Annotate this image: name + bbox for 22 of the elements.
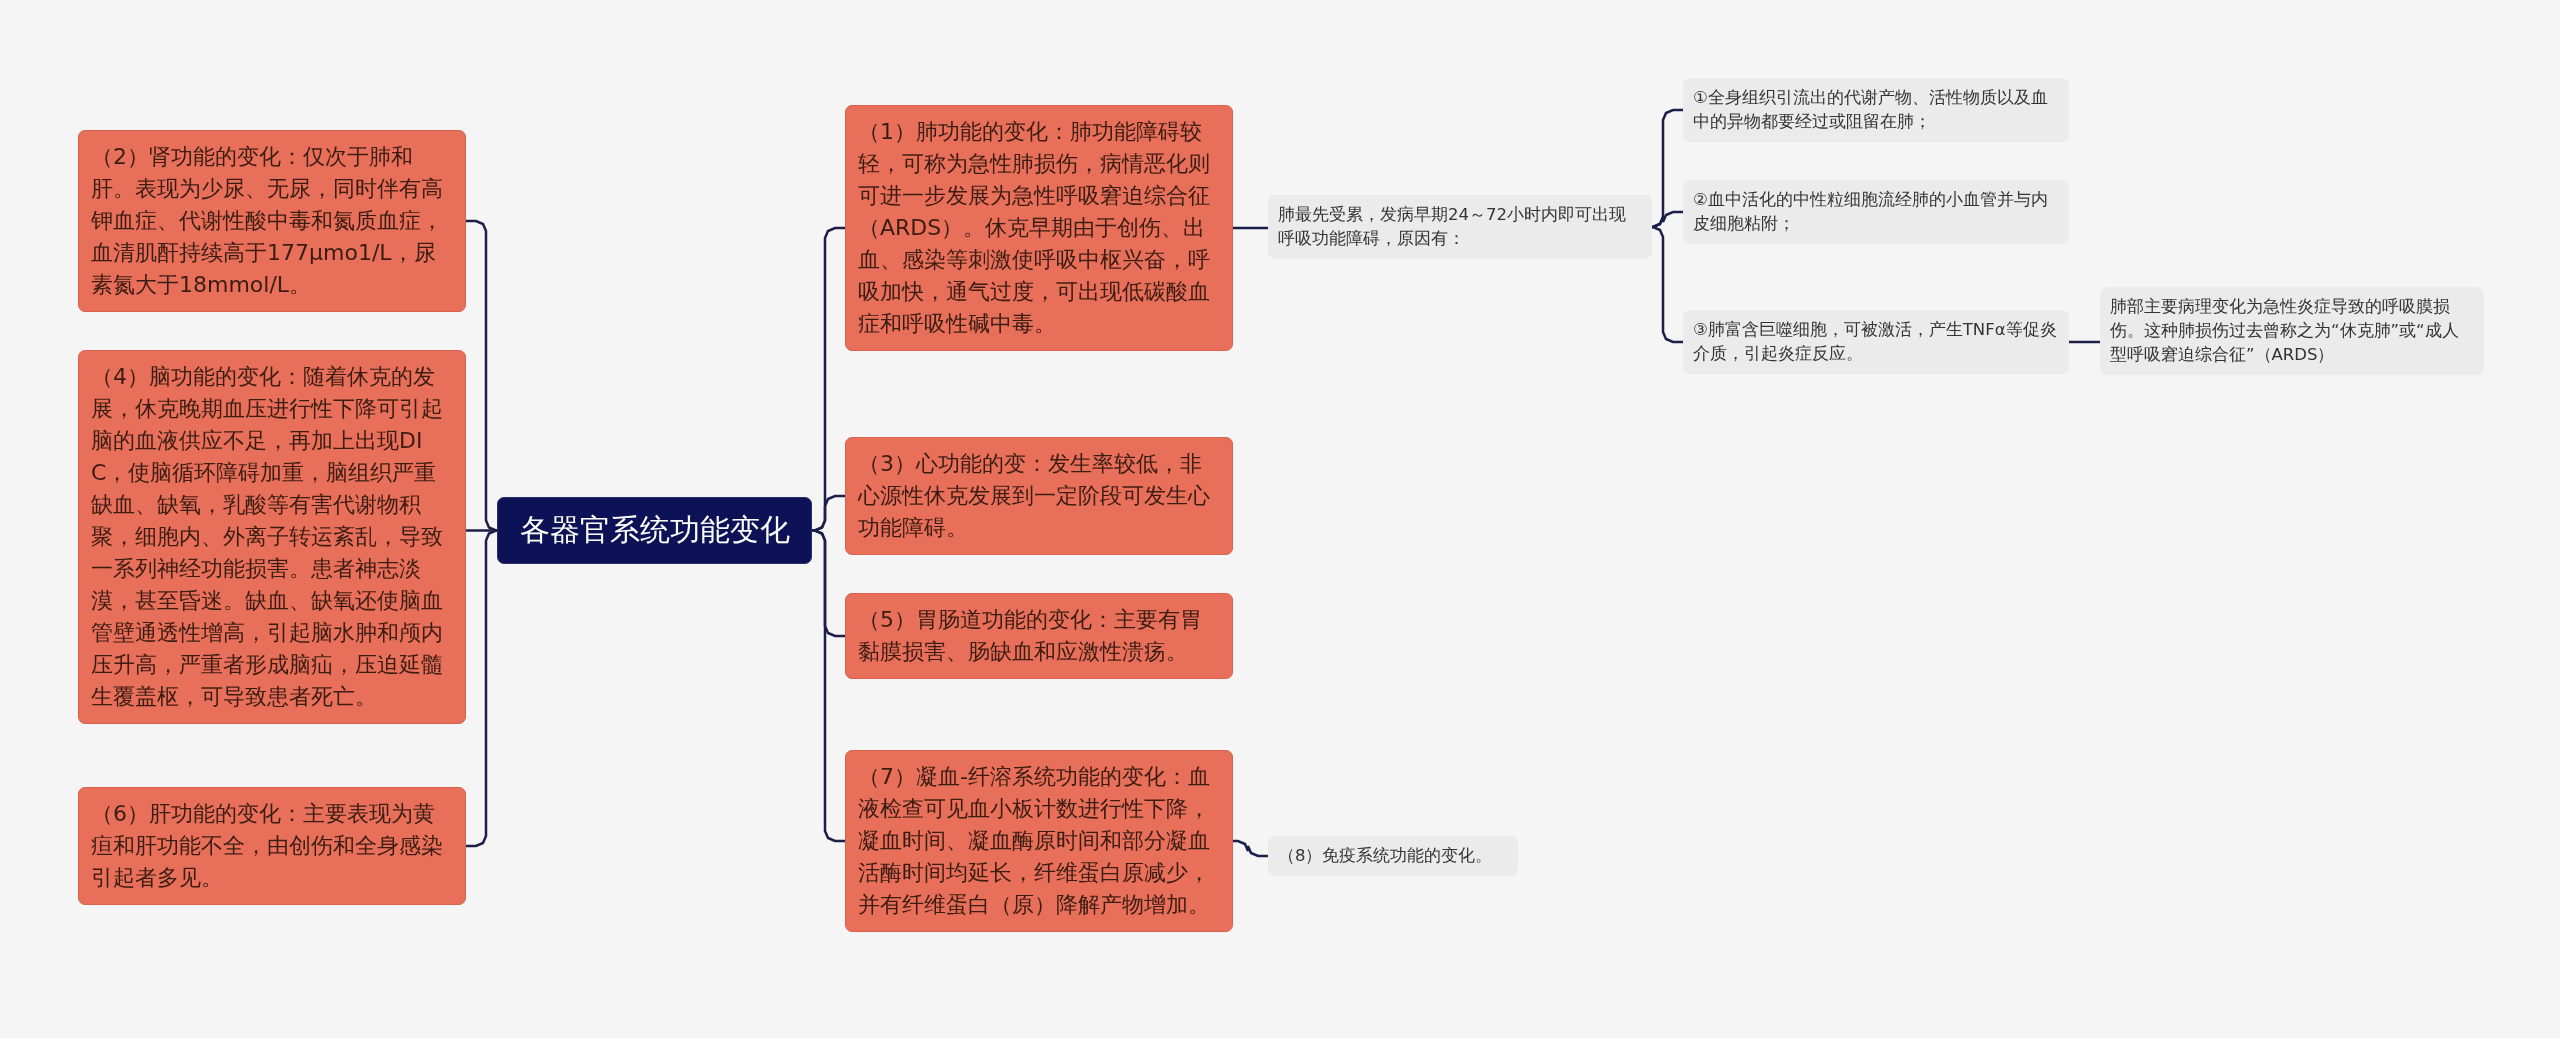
connector-line (1651, 225, 1683, 344)
connector-line (2069, 340, 2100, 344)
topic-card: （6）肝功能的变化：主要表现为黄疸和肝功能不全，由创伤和全身感染引起者多见。 (78, 787, 466, 905)
note-card: ②血中活化的中性粒细胞流经肺的小血管并与内皮细胞粘附； (1683, 180, 2069, 244)
connector-line (466, 529, 497, 532)
connector-line (466, 219, 498, 532)
central-topic: 各器官系统功能变化 (497, 497, 812, 564)
topic-card: （3）心功能的变：发生率较低，非心源性休克发展到一定阶段可发生心功能障碍。 (845, 437, 1233, 555)
topic-card: （5）胃肠道功能的变化：主要有胃黏膜损害、肠缺血和应激性溃疡。 (845, 593, 1233, 679)
topic-card: （2）肾功能的变化：仅次于肺和肝。表现为少尿、无尿，同时伴有高钾血症、代谢性酸中毒和氮质血症，血清肌酐持续高于177μmo1/L，尿素氮大于18mmol/L。 (78, 130, 466, 312)
connector-line (1233, 226, 1268, 230)
note-card: 肺最先受累，发病早期24～72小时内即可出现呼吸功能障碍，原因有： (1268, 195, 1652, 259)
note-card: ③肺富含巨噬细胞，可被激活，产生TNFα等促炎介质，引起炎症反应。 (1683, 310, 2069, 374)
connector-line (1651, 210, 1683, 229)
connector-line (1233, 839, 1268, 858)
topic-card: （7）凝血-纤溶系统功能的变化：血液检查可见血小板计数进行性下降，凝血时间、凝血酶原时间和部分凝血活酶时间均延长，纤维蛋白原减少，并有纤维蛋白（原）降解产物增加。 (845, 750, 1233, 932)
topic-card: （4）脑功能的变化：随着休克的发展，休克晚期血压进行性下降可引起脑的血液供应不足，再加上出现DIC，使脑循环障碍加重，脑组织严重缺血、缺氧，乳酸等有害代谢物积聚，细胞内、外离子转运紊乱，导致一系列神经功能损害。患者神志淡漠，甚至昏迷。缺血、缺氧还使脑血管壁通透性增高，引起脑水肿和颅内压升高，严重者形成脑疝，压迫延髓生覆盖枢，可导致患者死亡。 (78, 350, 466, 724)
topic-card: （1）肺功能的变化：肺功能障碍较轻，可称为急性肺损伤，病情恶化则可进一步发展为急性呼吸窘迫综合征（ARDS）。休克早期由于创伤、出血、感染等刺激使呼吸中枢兴奋，呼吸加快，通气过度，可出现低碳酸血症和呼吸性碱中毒。 (845, 105, 1233, 351)
note-card: 肺部主要病理变化为急性炎症导致的呼吸膜损伤。这种肺损伤过去曾称之为“休克肺”或“成人型呼吸窘迫综合征”（ARDS） (2100, 287, 2484, 375)
note-card: ①全身组织引流出的代谢产物、活性物质以及血中的异物都要经过或阻留在肺； (1683, 78, 2069, 142)
connector-line (466, 529, 498, 848)
note-card: （8）免疫系统功能的变化。 (1268, 836, 1518, 876)
